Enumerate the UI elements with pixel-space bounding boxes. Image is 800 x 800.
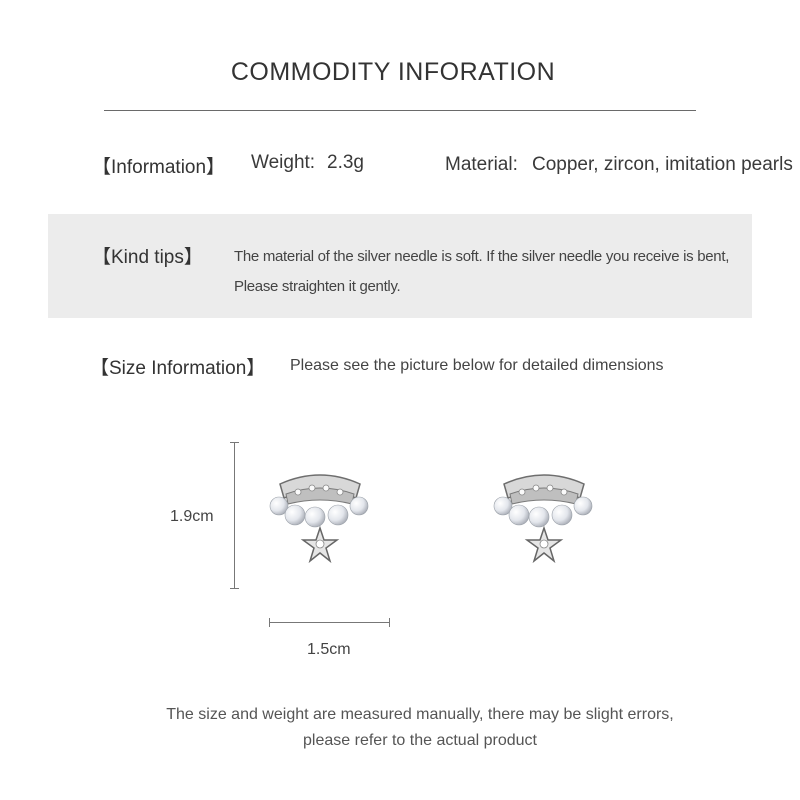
width-dimension-value: 1.5cm xyxy=(307,641,351,658)
width-dimension-cap-left xyxy=(269,618,270,627)
material-value: Copper, zircon, imitation pearls xyxy=(532,154,793,175)
earring-image-right xyxy=(493,474,593,564)
page-title: COMMODITY INFORATION xyxy=(230,58,556,86)
kind-tips-text: The material of the silver needle is sof… xyxy=(234,242,744,302)
size-information-label: 【Size Information】 xyxy=(90,358,266,379)
material-label: Material: xyxy=(445,154,518,175)
width-dimension-line xyxy=(269,622,390,623)
weight-label: Weight: xyxy=(251,152,316,173)
kind-tips-line-1: The material of the silver needle is sof… xyxy=(234,248,730,265)
height-dimension-value: 1.9cm xyxy=(170,508,214,525)
information-label: 【Information】 xyxy=(92,157,226,178)
height-dimension-line xyxy=(234,442,235,588)
footer-note-line-1: The size and weight are measured manuall… xyxy=(166,706,674,723)
width-dimension-cap-right xyxy=(389,618,390,627)
footer-note-line-2: please refer to the actual product xyxy=(303,732,537,749)
size-information-text: Please see the picture below for detaile… xyxy=(290,357,664,374)
kind-tips-line-2: Please straighten it gently. xyxy=(234,278,401,295)
earring-image-left xyxy=(269,474,369,564)
height-dimension-cap-top xyxy=(230,442,239,443)
kind-tips-label: 【Kind tips】 xyxy=(92,247,203,268)
weight-value: 2.3g xyxy=(327,152,364,173)
height-dimension-cap-bottom xyxy=(230,588,239,589)
title-divider xyxy=(104,110,696,111)
kind-tips-panel xyxy=(48,214,752,318)
